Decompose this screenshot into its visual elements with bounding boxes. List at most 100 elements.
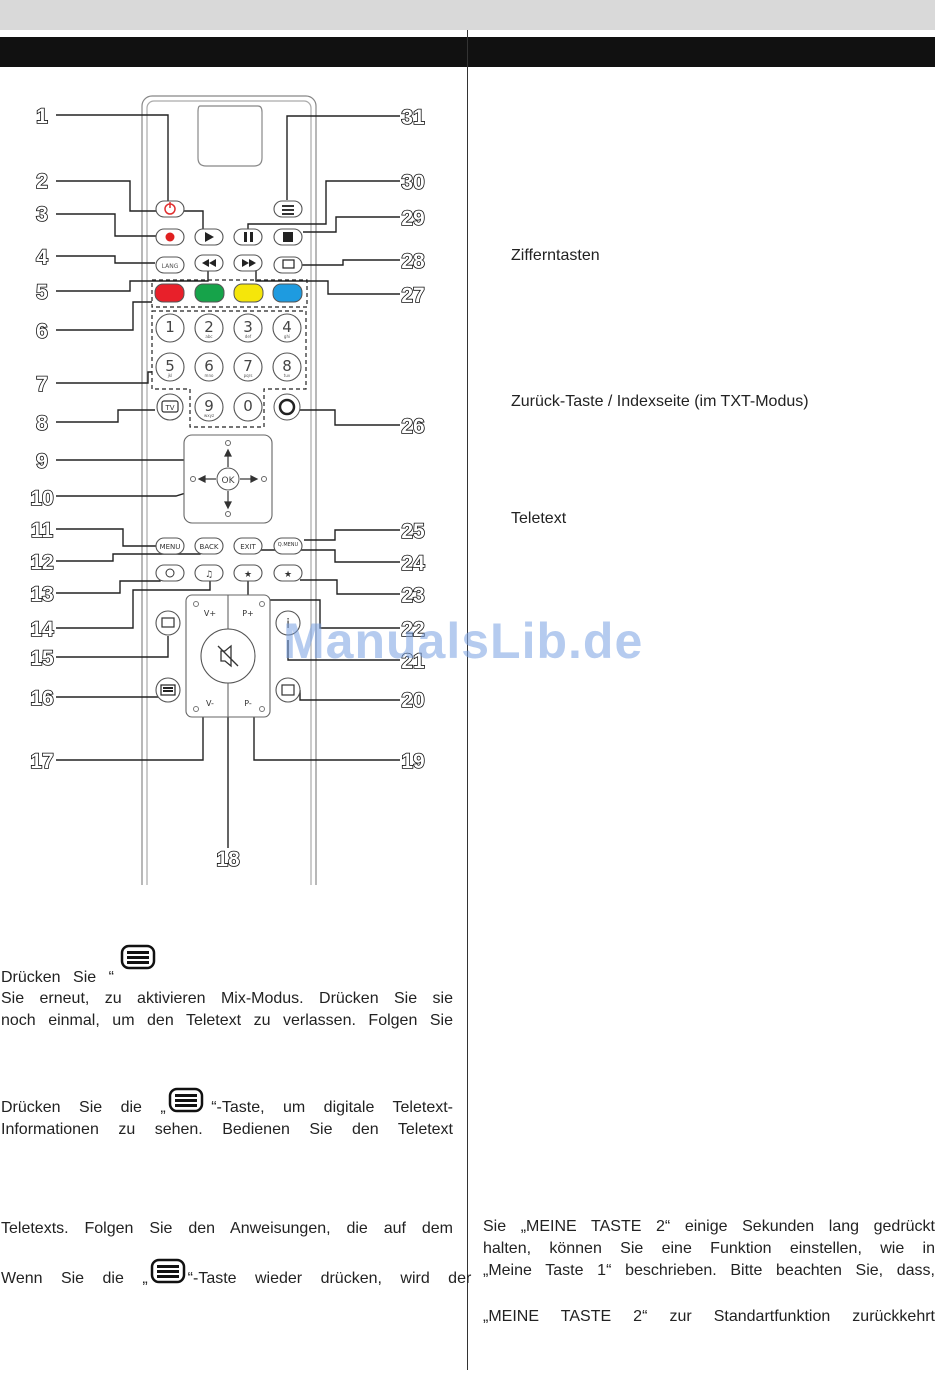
info-icon: i (286, 617, 290, 632)
screen-icon (281, 684, 295, 696)
digit-letters: def (245, 334, 252, 339)
my-button-paragraph: Sie „MEINE TASTE 2“ einige Sekunden lang… (483, 1216, 935, 1328)
callout-number: 27 (401, 284, 424, 307)
my-button-2 (273, 564, 303, 582)
teletext-paragraph-4: Wenn Sie die „ “-Taste wieder drücken, w… (1, 1258, 471, 1290)
swap-icon (278, 398, 296, 416)
callout-number: 6 (36, 320, 48, 343)
stop-icon (283, 232, 293, 242)
digit-letters: abc (205, 334, 212, 339)
qmenu-button (273, 537, 303, 555)
color-keys-group-outline (151, 279, 308, 308)
red-key (154, 283, 185, 303)
digit-label: 2 (204, 318, 214, 336)
subtitle-icon (282, 205, 294, 215)
program-down-label: P- (244, 699, 252, 708)
menu-label: MENU (160, 543, 181, 551)
back-key-label: Zurück-Taste / Indexseite (im TXT-Modus) (511, 393, 809, 410)
remote-body (141, 95, 317, 885)
numeric-keys-group-outline (151, 310, 307, 428)
digit-key-2 (194, 313, 224, 343)
my-button-1 (233, 564, 263, 582)
arrow-left-icon (197, 475, 206, 483)
watermark: ManualsLib.de (283, 613, 644, 669)
callout-number: 11 (31, 519, 54, 542)
digit-key-1 (155, 313, 185, 343)
pause-button (233, 228, 263, 246)
star-icon: ★ (244, 570, 252, 580)
fast-forward-icon (242, 259, 256, 267)
epg-button (273, 256, 303, 274)
digit-key-0 (233, 392, 263, 422)
column-divider (467, 30, 468, 1370)
digit-key-4 (272, 313, 302, 343)
digit-letters: pqrs (244, 373, 253, 378)
digit-key-8 (272, 352, 302, 382)
callout-number: 29 (401, 207, 424, 230)
digit-key-7 (233, 352, 263, 382)
menu-button (155, 537, 185, 555)
digit-label: 8 (282, 357, 292, 375)
volume-down-label: V- (206, 699, 214, 708)
ok-button (216, 467, 240, 491)
source-button (155, 610, 181, 636)
power-button (155, 200, 185, 218)
callout-number: 22 (401, 618, 424, 641)
callout-number: 7 (36, 373, 48, 396)
callout-number: 15 (30, 647, 54, 670)
pause-icon (244, 232, 253, 242)
teletext-paragraph-2: Drücken Sie die „ “-Taste, um digitale T… (1, 1087, 453, 1141)
callout-number: 8 (36, 412, 48, 435)
callout-number: 30 (401, 171, 424, 194)
digit-key-9 (194, 392, 224, 422)
paragraph-text: noch einmal, um den Teletext zu verlasse… (1, 1012, 453, 1029)
callout-number: 31 (401, 106, 425, 129)
callout-number: 25 (401, 520, 425, 543)
digit-letters: jkl (167, 373, 173, 378)
paragraph-text: Teletexts. Folgen Sie den Anweisungen, d… (1, 1220, 453, 1237)
teletext-icon (160, 684, 176, 696)
digit-letters: mno (205, 373, 214, 378)
arrow-down-icon (224, 501, 232, 510)
callout-number: 16 (30, 687, 53, 710)
sleep-button (155, 564, 185, 582)
remote-control-diagram: LANG 1 2 3 4 5 6 7 8 9 0 abc def ghi jkl (30, 95, 426, 885)
digit-label: 4 (282, 318, 292, 336)
paragraph-text: “-Taste wieder drücken, wird der (187, 1270, 472, 1287)
paragraph-text: “-Taste, um digitale Teletext- (211, 1099, 453, 1116)
exit-label: EXIT (240, 543, 256, 551)
paragraph-text: Wenn Sie die „ (1, 1270, 148, 1287)
media-icon: ♫ (205, 570, 213, 580)
arrow-up-icon (224, 448, 232, 457)
teletext-icon (168, 1087, 203, 1113)
callout-number: 23 (401, 584, 424, 607)
callout-number: 2 (36, 170, 48, 193)
teletext-paragraph-1: Drücken Sie “ Sie erneut, zu aktivieren … (1, 944, 453, 1032)
digit-label: 6 (204, 357, 214, 375)
tv-label: TV (164, 404, 174, 412)
record-icon (165, 232, 175, 242)
callout-number: 4 (36, 246, 48, 269)
ok-label: OK (222, 476, 236, 486)
callout-number: 20 (401, 689, 424, 712)
paragraph-text: Sie „MEINE TASTE 2“ einige Sekunden lang… (483, 1218, 935, 1235)
callout-number: 26 (401, 415, 424, 438)
callout-number: 19 (401, 750, 424, 773)
paragraph-text: „Meine Taste 1“ beschrieben. Bitte beach… (483, 1262, 935, 1279)
teletext-icon (121, 944, 156, 970)
rewind-icon (202, 259, 216, 267)
green-key (194, 283, 225, 303)
digit-letters: ghi (284, 334, 290, 339)
play-icon (205, 232, 214, 242)
top-header-bar (0, 0, 935, 30)
tv-icon (161, 400, 179, 413)
ir-window (197, 105, 263, 167)
digit-key-6 (194, 352, 224, 382)
mute-icon (217, 644, 239, 668)
digit-key-5 (155, 352, 185, 382)
digit-label: 9 (204, 397, 214, 415)
back-button (194, 537, 224, 555)
digit-label: 5 (165, 357, 175, 375)
lang-label: LANG (162, 263, 179, 270)
info-button (275, 610, 301, 636)
